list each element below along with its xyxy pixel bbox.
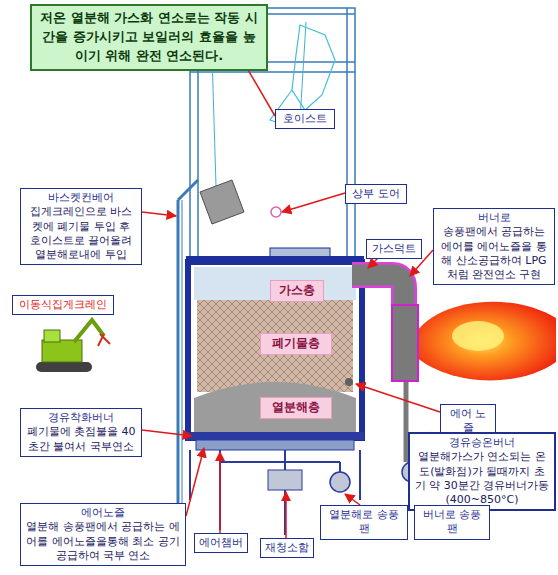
- rail-line: [177, 200, 180, 520]
- node-heading: 에어챔버: [199, 536, 243, 550]
- node-heading: 이동식집게크레인: [17, 298, 109, 312]
- layer-band: 폐기물층: [260, 333, 332, 355]
- node-body: 폐기물에 촛점불을 40초간 불여서 국부연소: [25, 425, 137, 454]
- leader-arrow: [142, 212, 176, 216]
- node-heading: 가스층: [275, 283, 319, 299]
- furnace-shell: [188, 262, 362, 438]
- leader-arrow: [345, 494, 360, 505]
- node-heading: 재청소함: [265, 541, 309, 555]
- leader-arrow: [219, 452, 221, 533]
- node-heading: 바스켓컨베어: [25, 191, 137, 205]
- node-heading: 폐기물층: [265, 336, 327, 352]
- callout-box: 가스덕트: [366, 239, 422, 259]
- callout-box: 에어노즐열분해 송풍팬에서 공급하는 에어를 에어노즐을통해 최소 공기 공급하…: [20, 503, 186, 566]
- layer-band: 열분해층: [260, 397, 332, 419]
- callout-box: 버너로송풍팬에서 공급하는 에어를 에어노즐을 통해 산소공급하여 LPG 처럼…: [433, 208, 555, 285]
- leader-arrow: [186, 448, 204, 516]
- air-nozzle: [345, 378, 353, 386]
- callout-box: 에어챔버: [194, 533, 248, 553]
- node-heading: 경유착화버너: [25, 411, 137, 425]
- leg: [359, 450, 361, 500]
- crane-body: [42, 340, 82, 362]
- hoist-chain: [300, 22, 306, 120]
- crane-symbol: [36, 320, 110, 372]
- leader-arrow: [142, 430, 192, 436]
- layer-band: 가스층: [270, 280, 324, 302]
- frame-post: [346, 8, 348, 262]
- crane-cab: [44, 330, 60, 342]
- node-heading: 가스덕트: [371, 242, 417, 256]
- basket-symbol: [200, 180, 244, 224]
- leader-arrow: [356, 384, 440, 412]
- node-heading: 버너로: [438, 211, 550, 225]
- flame: [410, 302, 556, 381]
- pipe: [339, 462, 341, 472]
- node-body: 집게크레인으로 바스켓에 폐기물 투입 후 호이스트로 끌어올려 열분해로내에 …: [25, 205, 137, 262]
- crane-track: [36, 362, 92, 372]
- burner-body: [392, 305, 418, 381]
- rail-line: [178, 180, 198, 200]
- callout-box: 경유착화버너폐기물에 촛점불을 40초간 불여서 국부연소: [20, 408, 142, 457]
- node-body: 열분해가스가 연소되는 온도(발화점)가 될때까지 초기 약 30분간 경유버너…: [414, 450, 550, 507]
- node-heading: 상부 도어: [350, 187, 402, 201]
- leader-arrow: [282, 193, 345, 212]
- pyrolysis-zone: [194, 382, 356, 432]
- callout-box: 이동식집게크레인: [12, 295, 114, 315]
- leg: [189, 450, 191, 500]
- node-body: 송풍팬에서 공급하는 에어를 에어노즐을 통해 산소공급하여 LPG 처럼 완전…: [438, 225, 550, 282]
- node-heading: 호이스트: [280, 112, 330, 126]
- grate: [186, 432, 364, 440]
- node-heading: 버너로 송풍팬: [419, 508, 485, 537]
- door-hinge: [271, 207, 281, 217]
- callout-box: 바스켓컨베어집게크레인으로 바스켓에 폐기물 투입 후 호이스트로 끌어올려 열…: [20, 188, 142, 265]
- waste-zone: [197, 300, 353, 392]
- title-text: 저온 열분해 가스화 연소로는 작동 시간을 증가시키고 보일러의 효율을 높이…: [40, 10, 258, 63]
- node-heading: 열분해층: [265, 400, 327, 416]
- leader-arrows: [142, 22, 446, 538]
- flame-core: [452, 321, 504, 351]
- node-body: 열분해 송풍팬에서 공급하는 에어를 에어노즐을통해 최소 공기 공급하여 국부…: [25, 520, 181, 563]
- ash-box: [268, 470, 302, 490]
- upper-door-sketch: [292, 25, 335, 110]
- node-heading: 경유승온버너: [414, 436, 550, 450]
- callout-box: 호이스트: [275, 109, 335, 129]
- crane-arm: [74, 320, 104, 342]
- callout-box: 열분해로 송풍팬: [320, 505, 408, 540]
- crane-claw: [98, 334, 110, 346]
- leader-arrow: [285, 492, 287, 538]
- callout-box: 상부 도어: [345, 184, 407, 204]
- pipe: [220, 461, 340, 463]
- title-box: 저온 열분해 가스화 연소로는 작동 시간을 증가시키고 보일러의 효율을 높이…: [30, 4, 268, 71]
- air-chamber: [196, 440, 354, 450]
- callout-box: 버너로 송풍팬: [414, 505, 490, 540]
- callout-box: 경유승온버너열분해가스가 연소되는 온도(발화점)가 될때까지 초기 약 30분…: [408, 432, 556, 511]
- callout-box: 재청소함: [260, 538, 314, 558]
- pyrolysis-fan: [330, 472, 350, 492]
- rail-line: [182, 200, 183, 520]
- node-heading: 열분해로 송풍팬: [325, 508, 403, 537]
- node-heading: 에어노즐: [25, 506, 181, 520]
